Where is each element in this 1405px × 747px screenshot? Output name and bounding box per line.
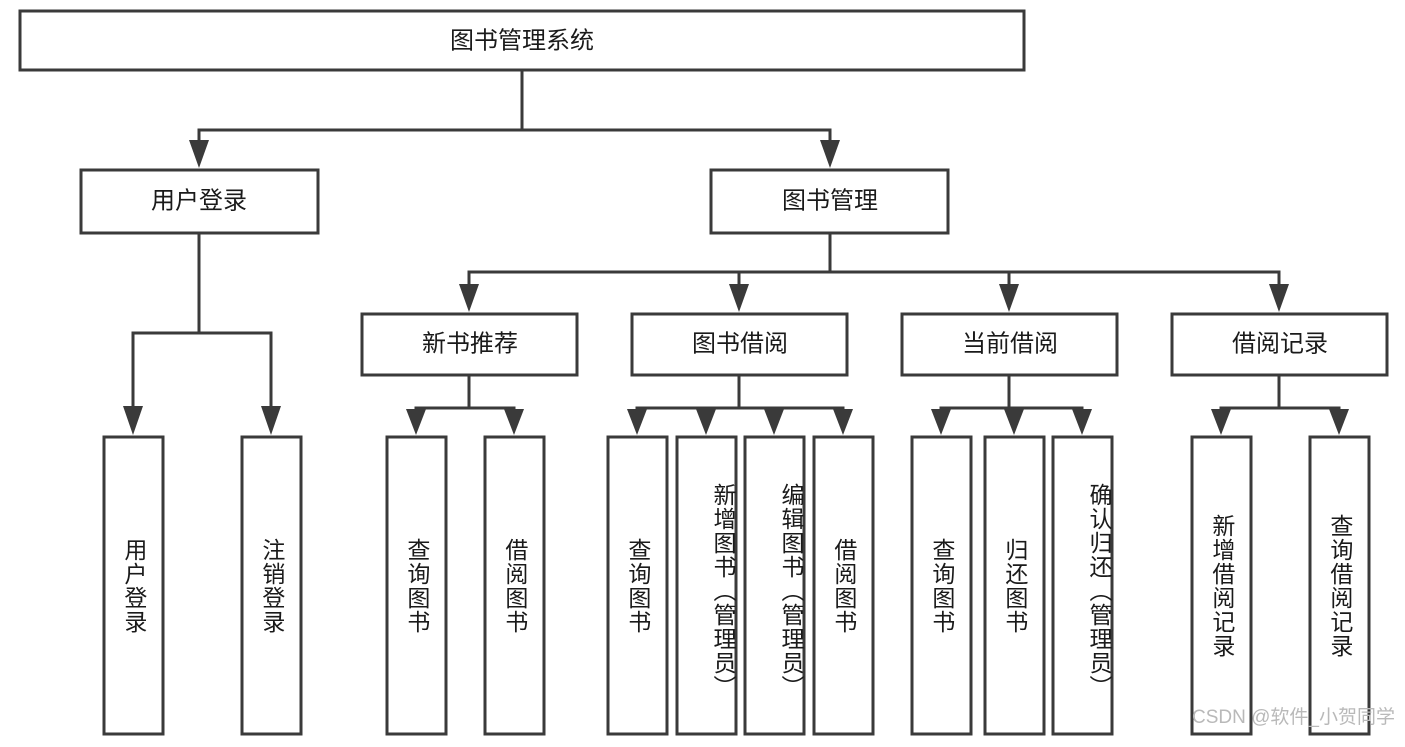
arrow-head-leaf-edit-book bbox=[764, 409, 784, 435]
csdn-watermark: CSDN @软件_小贺同学 bbox=[1192, 707, 1395, 728]
arrow-head-book-borrow bbox=[729, 284, 749, 312]
node-leaf-borrow-book-rec-rect[interactable] bbox=[483, 435, 546, 736]
node-leaf-return-book-rect[interactable] bbox=[983, 435, 1046, 736]
node-new-book-recommend-label: 新书推荐 bbox=[422, 330, 518, 357]
node-leaf-edit-book-rect[interactable] bbox=[743, 435, 806, 736]
node-leaf-add-book-rect[interactable] bbox=[675, 435, 738, 736]
node-root-label: 图书管理系统 bbox=[450, 27, 594, 54]
node-leaf-confirm-return-rect[interactable] bbox=[1051, 435, 1114, 736]
node-root[interactable]: 图书管理系统 bbox=[18, 9, 1026, 72]
arrow-head-leaf-logout bbox=[261, 406, 281, 435]
node-layer: 图书管理系统 用户登录 图书管理 新书推荐 图书借阅 bbox=[18, 9, 1389, 736]
node-leaf-query-record-rect[interactable] bbox=[1308, 435, 1371, 736]
arrow-head-leaf-query-record bbox=[1329, 409, 1349, 435]
node-current-borrow-label: 当前借阅 bbox=[962, 330, 1058, 357]
node-current-borrow[interactable]: 当前借阅 bbox=[900, 312, 1119, 377]
arrow-head-user-login bbox=[189, 140, 209, 168]
node-user-login-rect[interactable] bbox=[79, 168, 320, 235]
arrow-head-leaf-borrow-book bbox=[833, 409, 853, 435]
node-book-borrow[interactable]: 图书借阅 bbox=[630, 312, 849, 377]
node-book-management-rect[interactable] bbox=[709, 168, 950, 235]
node-leaf-logout-rect[interactable] bbox=[240, 435, 303, 736]
arrow-head-leaf-add-book bbox=[696, 409, 716, 435]
node-leaf-query-book-current-rect[interactable] bbox=[910, 435, 973, 736]
node-leaf-add-record-rect[interactable] bbox=[1190, 435, 1253, 736]
arrow-head-leaf-borrow-book-rec bbox=[504, 409, 524, 435]
arrow-head-leaf-query-book-borrow bbox=[627, 409, 647, 435]
arrow-head-leaf-user-login bbox=[123, 406, 143, 435]
node-user-login[interactable]: 用户登录 bbox=[79, 168, 320, 235]
node-borrow-record-label: 借阅记录 bbox=[1232, 330, 1328, 357]
node-book-management-label: 图书管理 bbox=[782, 187, 878, 214]
arrow-head-leaf-query-book-current bbox=[931, 409, 951, 435]
node-book-borrow-label: 图书借阅 bbox=[692, 330, 788, 357]
node-root-rect[interactable] bbox=[18, 9, 1026, 72]
arrow-head-borrow-record bbox=[1269, 284, 1289, 312]
arrow-head-current-borrow bbox=[999, 284, 1019, 312]
arrow-head-leaf-query-book-rec bbox=[406, 409, 426, 435]
node-leaf-user-login-rect[interactable] bbox=[102, 435, 165, 736]
node-new-book-recommend-rect[interactable] bbox=[360, 312, 579, 377]
arrow-head-leaf-confirm-return bbox=[1072, 409, 1092, 435]
node-current-borrow-rect[interactable] bbox=[900, 312, 1119, 377]
arrow-head-new-book-recommend bbox=[459, 284, 479, 312]
node-leaf-query-book-borrow-rect[interactable] bbox=[606, 435, 669, 736]
node-leaf-query-book-rec-rect[interactable] bbox=[385, 435, 448, 736]
node-user-login-label: 用户登录 bbox=[151, 187, 247, 214]
node-borrow-record-rect[interactable] bbox=[1170, 312, 1389, 377]
connector-layer bbox=[123, 68, 1349, 435]
arrow-head-leaf-return-book bbox=[1004, 409, 1024, 435]
node-book-borrow-rect[interactable] bbox=[630, 312, 849, 377]
arrow-head-book-management bbox=[820, 140, 840, 168]
node-leaf-borrow-book-rect[interactable] bbox=[812, 435, 875, 736]
node-book-management[interactable]: 图书管理 bbox=[709, 168, 950, 235]
arrow-head-leaf-add-record bbox=[1211, 409, 1231, 435]
node-new-book-recommend[interactable]: 新书推荐 bbox=[360, 312, 579, 377]
node-borrow-record[interactable]: 借阅记录 bbox=[1170, 312, 1389, 377]
